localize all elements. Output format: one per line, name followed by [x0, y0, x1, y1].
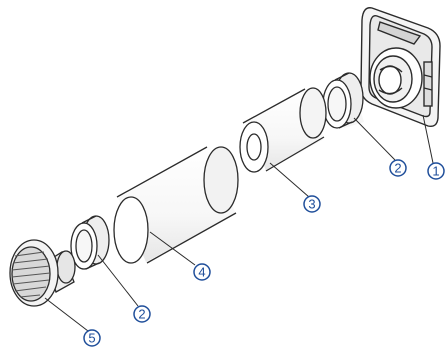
leader-line-3	[269, 162, 310, 198]
callout-5-label: 5	[88, 331, 95, 346]
callout-1-label: 1	[432, 164, 439, 179]
sealing-ring-upper	[322, 72, 364, 129]
insulation-sleeve	[239, 87, 327, 173]
callout-2-upper-label: 2	[394, 161, 401, 176]
leader-line-2-upper	[353, 117, 396, 161]
callout-2-lower: 2	[133, 305, 151, 323]
outer-housing-unit	[360, 7, 441, 128]
leader-line-5	[44, 297, 89, 332]
callout-5: 5	[83, 329, 101, 347]
callout-2-upper: 2	[389, 159, 407, 177]
duct-pipe	[113, 146, 239, 264]
leader-line-1	[422, 114, 434, 164]
callout-1: 1	[427, 162, 445, 180]
sealing-ring-lower	[70, 215, 110, 270]
callout-4: 4	[193, 263, 211, 281]
leader-line-4	[149, 231, 196, 266]
leader-lines	[44, 114, 434, 332]
callout-3: 3	[303, 195, 321, 213]
callout-3-label: 3	[308, 197, 315, 212]
callout-2-lower-label: 2	[138, 307, 145, 322]
callout-4-label: 4	[198, 265, 205, 280]
inner-grille-diffuser	[9, 239, 76, 307]
leader-line-2-lower	[97, 254, 139, 307]
